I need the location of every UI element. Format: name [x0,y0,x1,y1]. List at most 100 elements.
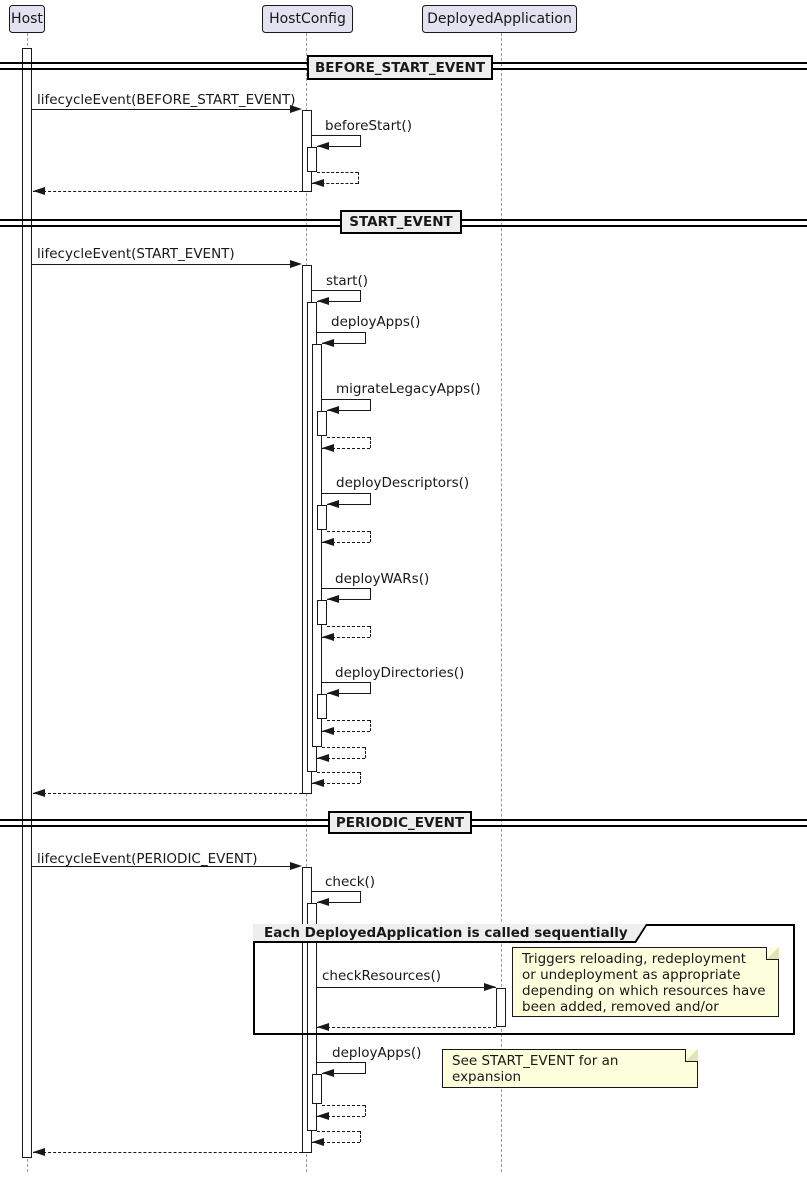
return-line [33,793,302,794]
return-line [360,772,361,783]
self-call-line [370,399,371,411]
return-line [370,626,371,637]
arrowhead-left-icon [317,1112,329,1120]
self-call-line [370,682,371,694]
return-line [317,172,358,173]
return-line [365,1105,366,1116]
arrowhead-left-icon [33,789,45,797]
note-fold-icon [685,1049,698,1062]
message-label-migratelegacyapps: migrateLegacyApps() [336,381,481,397]
message-label-deploydescriptors: deployDescriptors() [336,475,470,491]
participant-deployedapplication: DeployedApplication [422,5,577,33]
message-line [32,264,291,265]
self-call-line [316,1062,365,1063]
participant-hostconfig: HostConfig [262,5,353,33]
self-call-line [316,332,365,333]
return-line [327,626,370,627]
activation-checkresources [496,988,506,1027]
self-call-line [311,290,360,291]
divider-start-event: START_EVENT [340,210,462,234]
note-fold-icon [766,947,779,960]
return-line [33,1152,302,1153]
self-call-line [311,891,360,892]
self-call-line [370,493,371,505]
self-call-line [327,504,370,505]
message-line [32,866,291,867]
arrowhead-left-icon [327,689,339,697]
message-label-lifecycle-before-start: lifecycleEvent(BEFORE_START_EVENT) [37,92,296,108]
message-label-lifecycle-start: lifecycleEvent(START_EVENT) [37,246,235,262]
arrowhead-left-icon [317,142,329,150]
return-line [322,542,370,543]
return-line [322,747,365,748]
arrowhead-right-icon [290,105,302,113]
return-line [317,1131,360,1132]
return-line [317,1027,496,1028]
note-checkresources: Triggers reloading, redeployment or unde… [512,947,779,1017]
self-call-line [317,146,360,147]
self-call-line [327,693,370,694]
arrowhead-left-icon [322,444,334,452]
return-line [327,720,370,721]
return-line [322,448,370,449]
activation-deploydescriptors [317,505,327,530]
arrowhead-left-icon [327,406,339,414]
activation-deployapps-periodic [312,1074,322,1104]
self-call-line [321,399,370,400]
self-call-line [321,682,370,683]
arrowhead-right-icon [484,983,496,991]
self-call-line [365,332,366,344]
self-call-line [370,588,371,600]
activation-check [307,903,317,1131]
arrowhead-left-icon [322,727,334,735]
return-line [317,1116,365,1117]
message-label-check: check() [325,874,376,890]
self-call-line [317,301,360,302]
arrowhead-left-icon [322,339,334,347]
activation-deploydirectories [317,694,327,719]
message-label-deploydirectories: deployDirectories() [335,665,465,681]
return-line [327,437,370,438]
message-label-checkresources: checkResources() [322,968,442,984]
arrowhead-left-icon [317,898,329,906]
self-call-line [365,1062,366,1074]
self-call-line [327,599,370,600]
activation-host [22,48,32,1158]
return-line [370,437,371,448]
return-line [360,1131,361,1142]
return-line [312,1142,360,1143]
arrowhead-right-icon [290,862,302,870]
arrowhead-left-icon [327,595,339,603]
divider-periodic-event: PERIODIC_EVENT [328,811,472,834]
return-line [322,731,370,732]
message-label-deploywars: deployWARs() [335,571,430,587]
return-line [317,772,360,773]
return-line [322,637,370,638]
activation-beforestart [307,147,317,172]
message-label-start: start() [326,273,368,289]
arrowhead-right-icon [290,260,302,268]
message-label-deployapps: deployApps() [331,314,421,330]
self-call-line [360,135,361,147]
divider-before-start-event: BEFORE_START_EVENT [307,55,493,80]
self-call-line [322,1073,365,1074]
return-line [33,191,302,192]
arrowhead-left-icon [322,538,334,546]
message-label-deployapps-periodic: deployApps() [332,1045,422,1061]
activation-migratelegacyapps [317,411,327,436]
return-line [358,172,359,184]
arrowhead-left-icon [317,297,329,305]
lifeline-deployedapplication [501,33,502,1172]
return-line [317,758,365,759]
activation-deploywars [317,600,327,625]
self-call-line [317,902,360,903]
self-call-line [321,588,370,589]
self-call-line [311,135,360,136]
arrowhead-left-icon [317,1023,329,1031]
arrowhead-left-icon [312,179,324,187]
return-line [370,720,371,731]
return-line [312,783,360,784]
message-line [317,987,496,988]
return-line [327,531,370,532]
self-call-line [321,493,370,494]
